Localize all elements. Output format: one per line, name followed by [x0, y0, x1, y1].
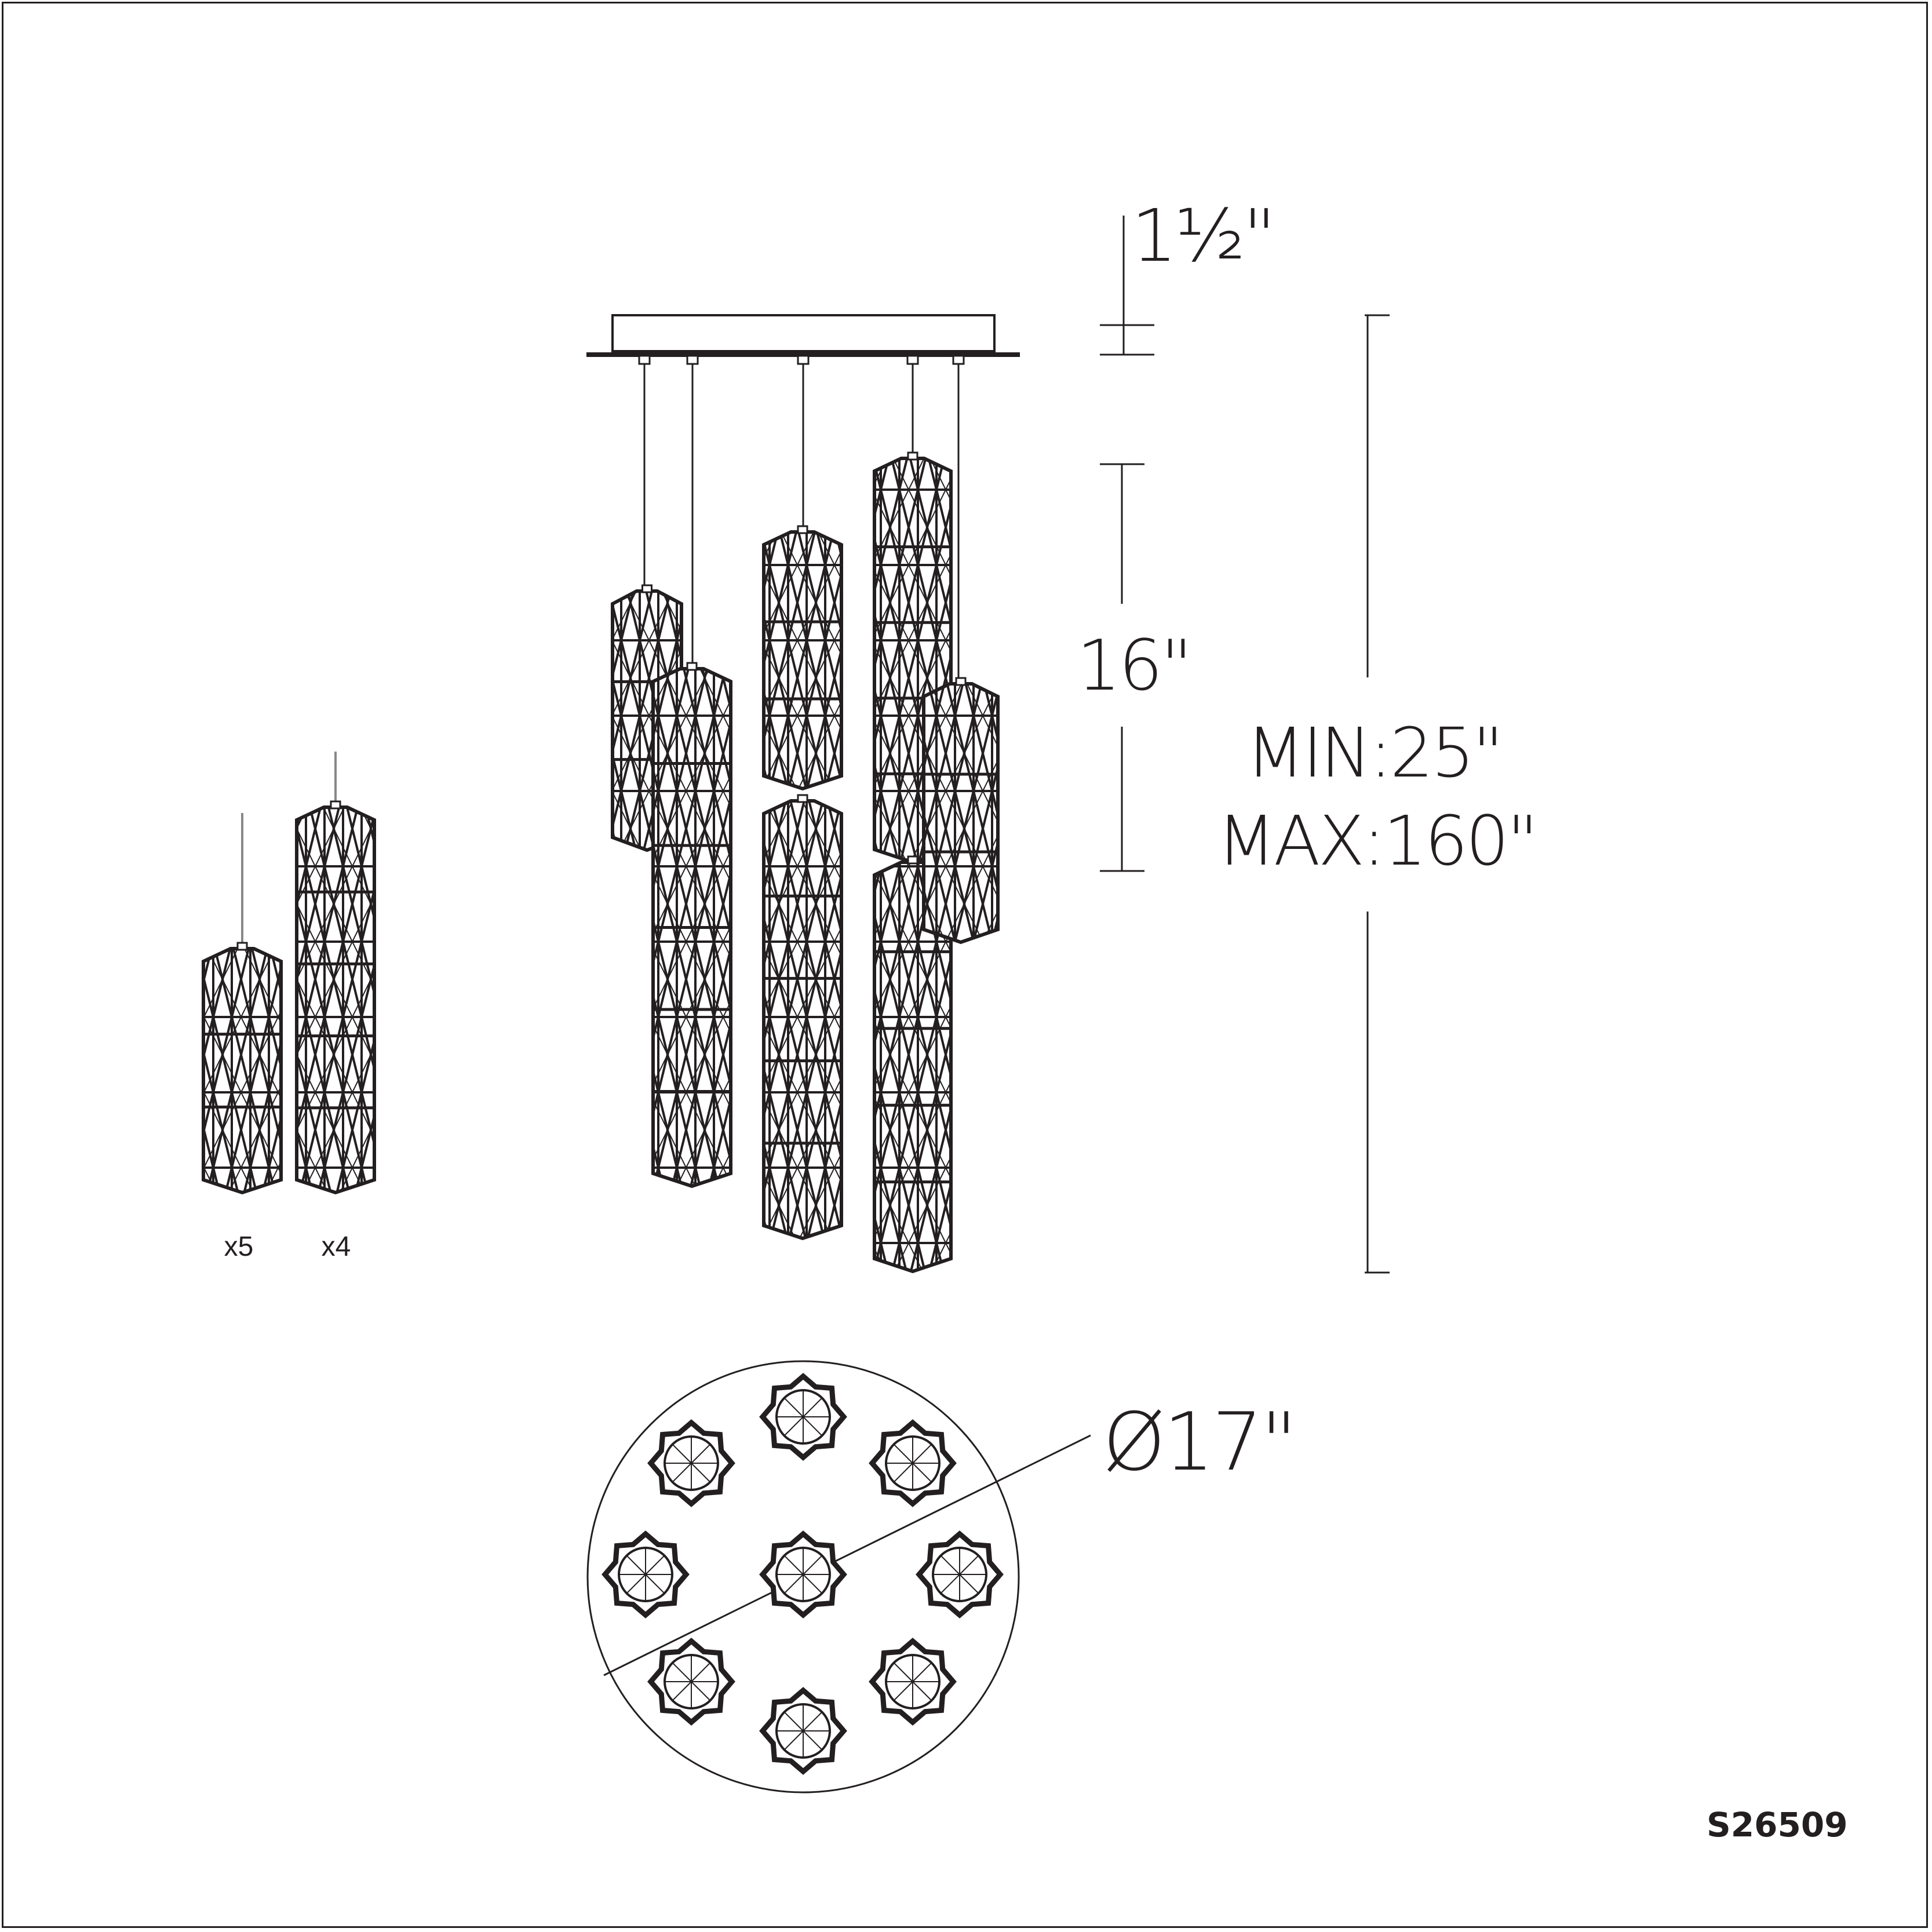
plan-shade [916, 1530, 1004, 1618]
plan-shade [869, 1638, 957, 1726]
plan-shade [647, 1419, 735, 1507]
cord-grip [797, 355, 810, 365]
plan-shade [759, 1687, 847, 1775]
min-height-label: MIN:25" [1246, 713, 1504, 793]
diameter-label: Ø17" [1103, 1395, 1297, 1489]
pendant-options [202, 752, 376, 1195]
pendants [611, 451, 1000, 1274]
option-label-x4: x4 [321, 1231, 351, 1262]
plan-view [586, 1360, 1091, 1794]
pendant-option-x4 [295, 800, 376, 1195]
plan-shades [602, 1373, 1004, 1775]
pendant-shade [762, 525, 843, 791]
cord-grip [638, 355, 651, 365]
model-number: S26509 [1707, 1805, 1848, 1844]
dimension-lines [1100, 216, 1390, 1274]
plan-shade [647, 1638, 735, 1726]
plan-shade [869, 1419, 957, 1507]
cord-grip [952, 355, 965, 365]
plan-shade [759, 1373, 847, 1461]
shade-height-label: 16" [1077, 626, 1193, 706]
option-label-x5: x5 [224, 1231, 254, 1262]
cord-grip [686, 355, 699, 365]
cord-grip [906, 355, 919, 365]
diameter-line [603, 1434, 1091, 1676]
plan-shade [602, 1530, 690, 1618]
pendant-shade [651, 662, 732, 1189]
plan-shade [759, 1530, 847, 1618]
pendant-shade [762, 794, 843, 1241]
canopy [586, 314, 1020, 357]
pendant-option-x5 [202, 942, 283, 1195]
canopy-box [611, 314, 996, 352]
max-height-label: MAX:160" [1217, 801, 1539, 881]
pendant-shade [922, 677, 1000, 945]
plan-circle [586, 1360, 1020, 1794]
canopy-height-label: 1½" [1131, 194, 1276, 278]
cords [638, 355, 965, 678]
